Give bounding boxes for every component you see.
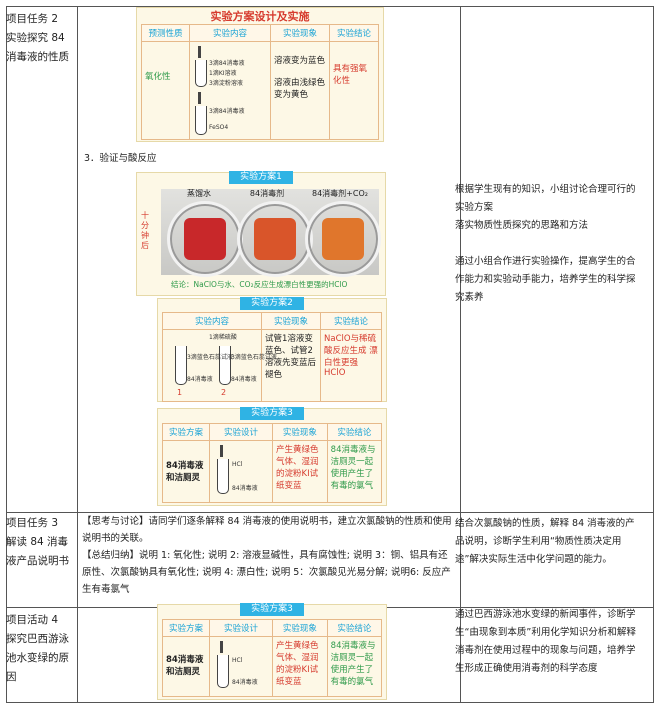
header-cell: 实验方案 xyxy=(162,423,210,441)
task-label: 项目任务 3 解读 84 消毒液产品说明书 xyxy=(6,517,69,567)
tube-label: HCl xyxy=(232,461,243,468)
column-divider xyxy=(460,7,461,702)
tube-label: 84消毒液 xyxy=(232,485,258,492)
beaker-photo: 蒸馏水 84消毒剂 84消毒剂+CO₂ xyxy=(161,189,381,277)
experiment-table: 预测性质 实验内容 实验现象 实验结论 氧化性 3滴84消毒液 1滴KI溶液 3… xyxy=(141,24,379,140)
scheme-text: 84消毒液和洁厕灵 xyxy=(162,636,210,697)
conclusion-text: NaClO与稀硫酸反应生成 漂白性更强HClO xyxy=(320,329,382,402)
beaker xyxy=(167,201,243,277)
header-cell: 实验结论 xyxy=(326,423,383,441)
phenomenon-text: 溶液变为蓝色 xyxy=(274,56,326,66)
header-cell: 实验结论 xyxy=(320,312,382,330)
experiment-card-3: 实验方案2 实验内容 实验现象 实验结论 1滴稀硫酸 3滴蓝色石蕊试液 3滴蓝色… xyxy=(157,297,387,402)
tube-diagram-cell: HCl 84消毒液 xyxy=(209,636,273,697)
header-cell: 预测性质 xyxy=(141,24,190,42)
tube-label: 84消毒液 xyxy=(231,376,257,383)
beaker-label: 蒸馏水 xyxy=(187,189,211,198)
scheme-banner: 实验方案1 xyxy=(229,171,293,184)
header-cell: 实验现象 xyxy=(272,423,328,441)
tube-label: 1滴KI溶液 xyxy=(209,70,237,77)
header-cell: 实验结论 xyxy=(326,619,383,637)
scheme-banner: 实验方案2 xyxy=(240,297,304,310)
test-tube-icon xyxy=(175,346,187,385)
experiment-table: 实验方案 实验设计 实验现象 实验结论 84消毒液和洁厕灵 HCl 84消毒液 … xyxy=(162,619,383,697)
tube-label: 3滴84消毒液 xyxy=(209,60,245,67)
scheme-text: 84消毒液和洁厕灵 xyxy=(162,440,210,503)
experiment-table: 实验内容 实验现象 实验结论 1滴稀硫酸 3滴蓝色石蕊试液 3滴蓝色石蕊试液 8… xyxy=(162,312,382,402)
section-heading: 3．验证与酸反应 xyxy=(84,153,157,164)
conclusion-text: 84消毒液与洁厕灵一起使用产生了有毒的氯气 xyxy=(326,636,383,697)
experiment-table: 实验方案 实验设计 实验现象 实验结论 84消毒液和洁厕灵 HCl 84消毒液 … xyxy=(162,423,383,503)
dropper-icon xyxy=(198,92,201,104)
phenomenon-text: 溶液由浅绿色变为黄色 xyxy=(274,78,326,100)
tube-number: 2 xyxy=(221,388,227,397)
header-cell: 实验结论 xyxy=(329,24,379,42)
experiment-card-2: 实验方案1 蒸馏水 84消毒剂 84消毒剂+CO₂ 十分钟后 结论：NaClO与… xyxy=(136,171,386,296)
beaker-label: 84消毒剂+CO₂ xyxy=(312,189,368,198)
column-divider xyxy=(77,7,78,702)
tube-diagram-cell: 3滴84消毒液 1滴KI溶液 3滴淀粉溶液 3滴84消毒液 FeSO4 xyxy=(189,41,271,140)
test-tube-icon xyxy=(195,106,207,135)
header-cell: 实验现象 xyxy=(272,619,328,637)
experiment-card-4: 实验方案3 实验方案 实验设计 实验现象 实验结论 84消毒液和洁厕灵 HCl … xyxy=(157,407,387,506)
beaker-label: 84消毒剂 xyxy=(249,189,285,198)
scheme-banner: 实验方案3 xyxy=(240,407,304,420)
tube-label: 84消毒液 xyxy=(232,679,258,686)
card-title: 实验方案设计及实施 xyxy=(210,10,310,23)
beaker-solution xyxy=(322,218,364,260)
phenomenon-cell: 溶液变为蓝色 溶液由浅绿色变为黄色 xyxy=(270,41,330,140)
summary-text: 【总结归纳】说明 1: 氧化性; 说明 2: 溶液显碱性，具有腐蚀性; 说明 3… xyxy=(82,550,451,595)
beaker xyxy=(237,201,313,277)
teaching-notes: 结合次氯酸钠的性质，解释 84 消毒液的产品说明，诊断学生利用“物质性质决定用途… xyxy=(455,518,635,565)
experiment-card-5: 实验方案3 实验方案 实验设计 实验现象 实验结论 84消毒液和洁厕灵 HCl … xyxy=(157,603,387,700)
header-cell: 实验现象 xyxy=(270,24,330,42)
dropper-icon xyxy=(220,445,223,457)
experiment-card-1: 实验方案设计及实施 预测性质 实验内容 实验现象 实验结论 氧化性 3滴84消毒… xyxy=(136,7,384,142)
test-tube-icon xyxy=(195,60,207,87)
header-cell: 实验内容 xyxy=(162,312,262,330)
header-cell: 实验设计 xyxy=(209,619,273,637)
tube-diagram-cell: 1滴稀硫酸 3滴蓝色石蕊试液 3滴蓝色石蕊试液 84消毒液 84消毒液 1 2 xyxy=(162,329,277,402)
beaker xyxy=(305,201,381,277)
beaker-solution xyxy=(254,218,296,260)
dropper-icon xyxy=(220,641,223,653)
tube-number: 1 xyxy=(177,388,183,397)
row-divider xyxy=(7,512,653,513)
tube-label: 3滴蓝色石蕊试液 xyxy=(187,354,233,361)
teaching-notes: 根据学生现有的知识，小组讨论合理可行的实验方案 落实物质性质探究的思路和方法 通… xyxy=(455,184,636,303)
tube-label: 3滴84消毒液 xyxy=(209,108,245,115)
test-tube-icon xyxy=(219,346,231,385)
teaching-notes: 通过巴西游泳池水变绿的新闻事件，诊断学生“由现象到本质”利用化学知识分析和解释消… xyxy=(455,609,636,674)
side-note: 十分钟后 xyxy=(141,211,149,250)
conclusion-text: 具有强氧化性 xyxy=(329,41,379,140)
tube-label: 3滴淀粉溶液 xyxy=(209,80,243,87)
header-cell: 实验设计 xyxy=(209,423,273,441)
task-label: 项目任务 2 实验探究 84 消毒液的性质 xyxy=(6,13,69,63)
task-label: 项目活动 4 探究巴西游泳池水变绿的原因 xyxy=(6,614,69,683)
phenomenon-text: 产生黄绿色气体、湿润的淀粉KI试纸变蓝 xyxy=(272,440,328,503)
test-tube-icon xyxy=(217,459,229,494)
phenomenon-text: 产生黄绿色气体、湿润的淀粉KI试纸变蓝 xyxy=(272,636,328,697)
test-tube-icon xyxy=(217,655,229,688)
conclusion-text: 84消毒液与洁厕灵一起使用产生了有毒的氯气 xyxy=(326,440,383,503)
tube-label: FeSO4 xyxy=(209,124,229,131)
tube-diagram-cell: HCl 84消毒液 xyxy=(209,440,273,503)
tube-label: 84消毒液 xyxy=(187,376,213,383)
discussion-text: 【思考与讨论】请同学们逐条解释 84 消毒液的使用说明书，建立次氯酸钠的性质和使… xyxy=(82,516,452,544)
tube-label: 1滴稀硫酸 xyxy=(209,334,237,341)
phenomenon-text: 试管1溶液变蓝色、试管2溶液先变蓝后褪色 xyxy=(261,329,321,402)
predicted-property: 氧化性 xyxy=(141,41,190,140)
header-cell: 实验方案 xyxy=(162,619,210,637)
beaker-solution xyxy=(184,218,226,260)
tube-label: 3滴蓝色石蕊试液 xyxy=(231,354,277,361)
scheme-banner: 实验方案3 xyxy=(240,603,304,616)
header-cell: 实验现象 xyxy=(261,312,321,330)
tube-label: HCl xyxy=(232,657,243,664)
scheme-conclusion: 结论：NaClO与水、CO₂反应生成漂白性更强的HClO xyxy=(171,280,348,289)
dropper-icon xyxy=(198,46,201,58)
header-cell: 实验内容 xyxy=(189,24,271,42)
